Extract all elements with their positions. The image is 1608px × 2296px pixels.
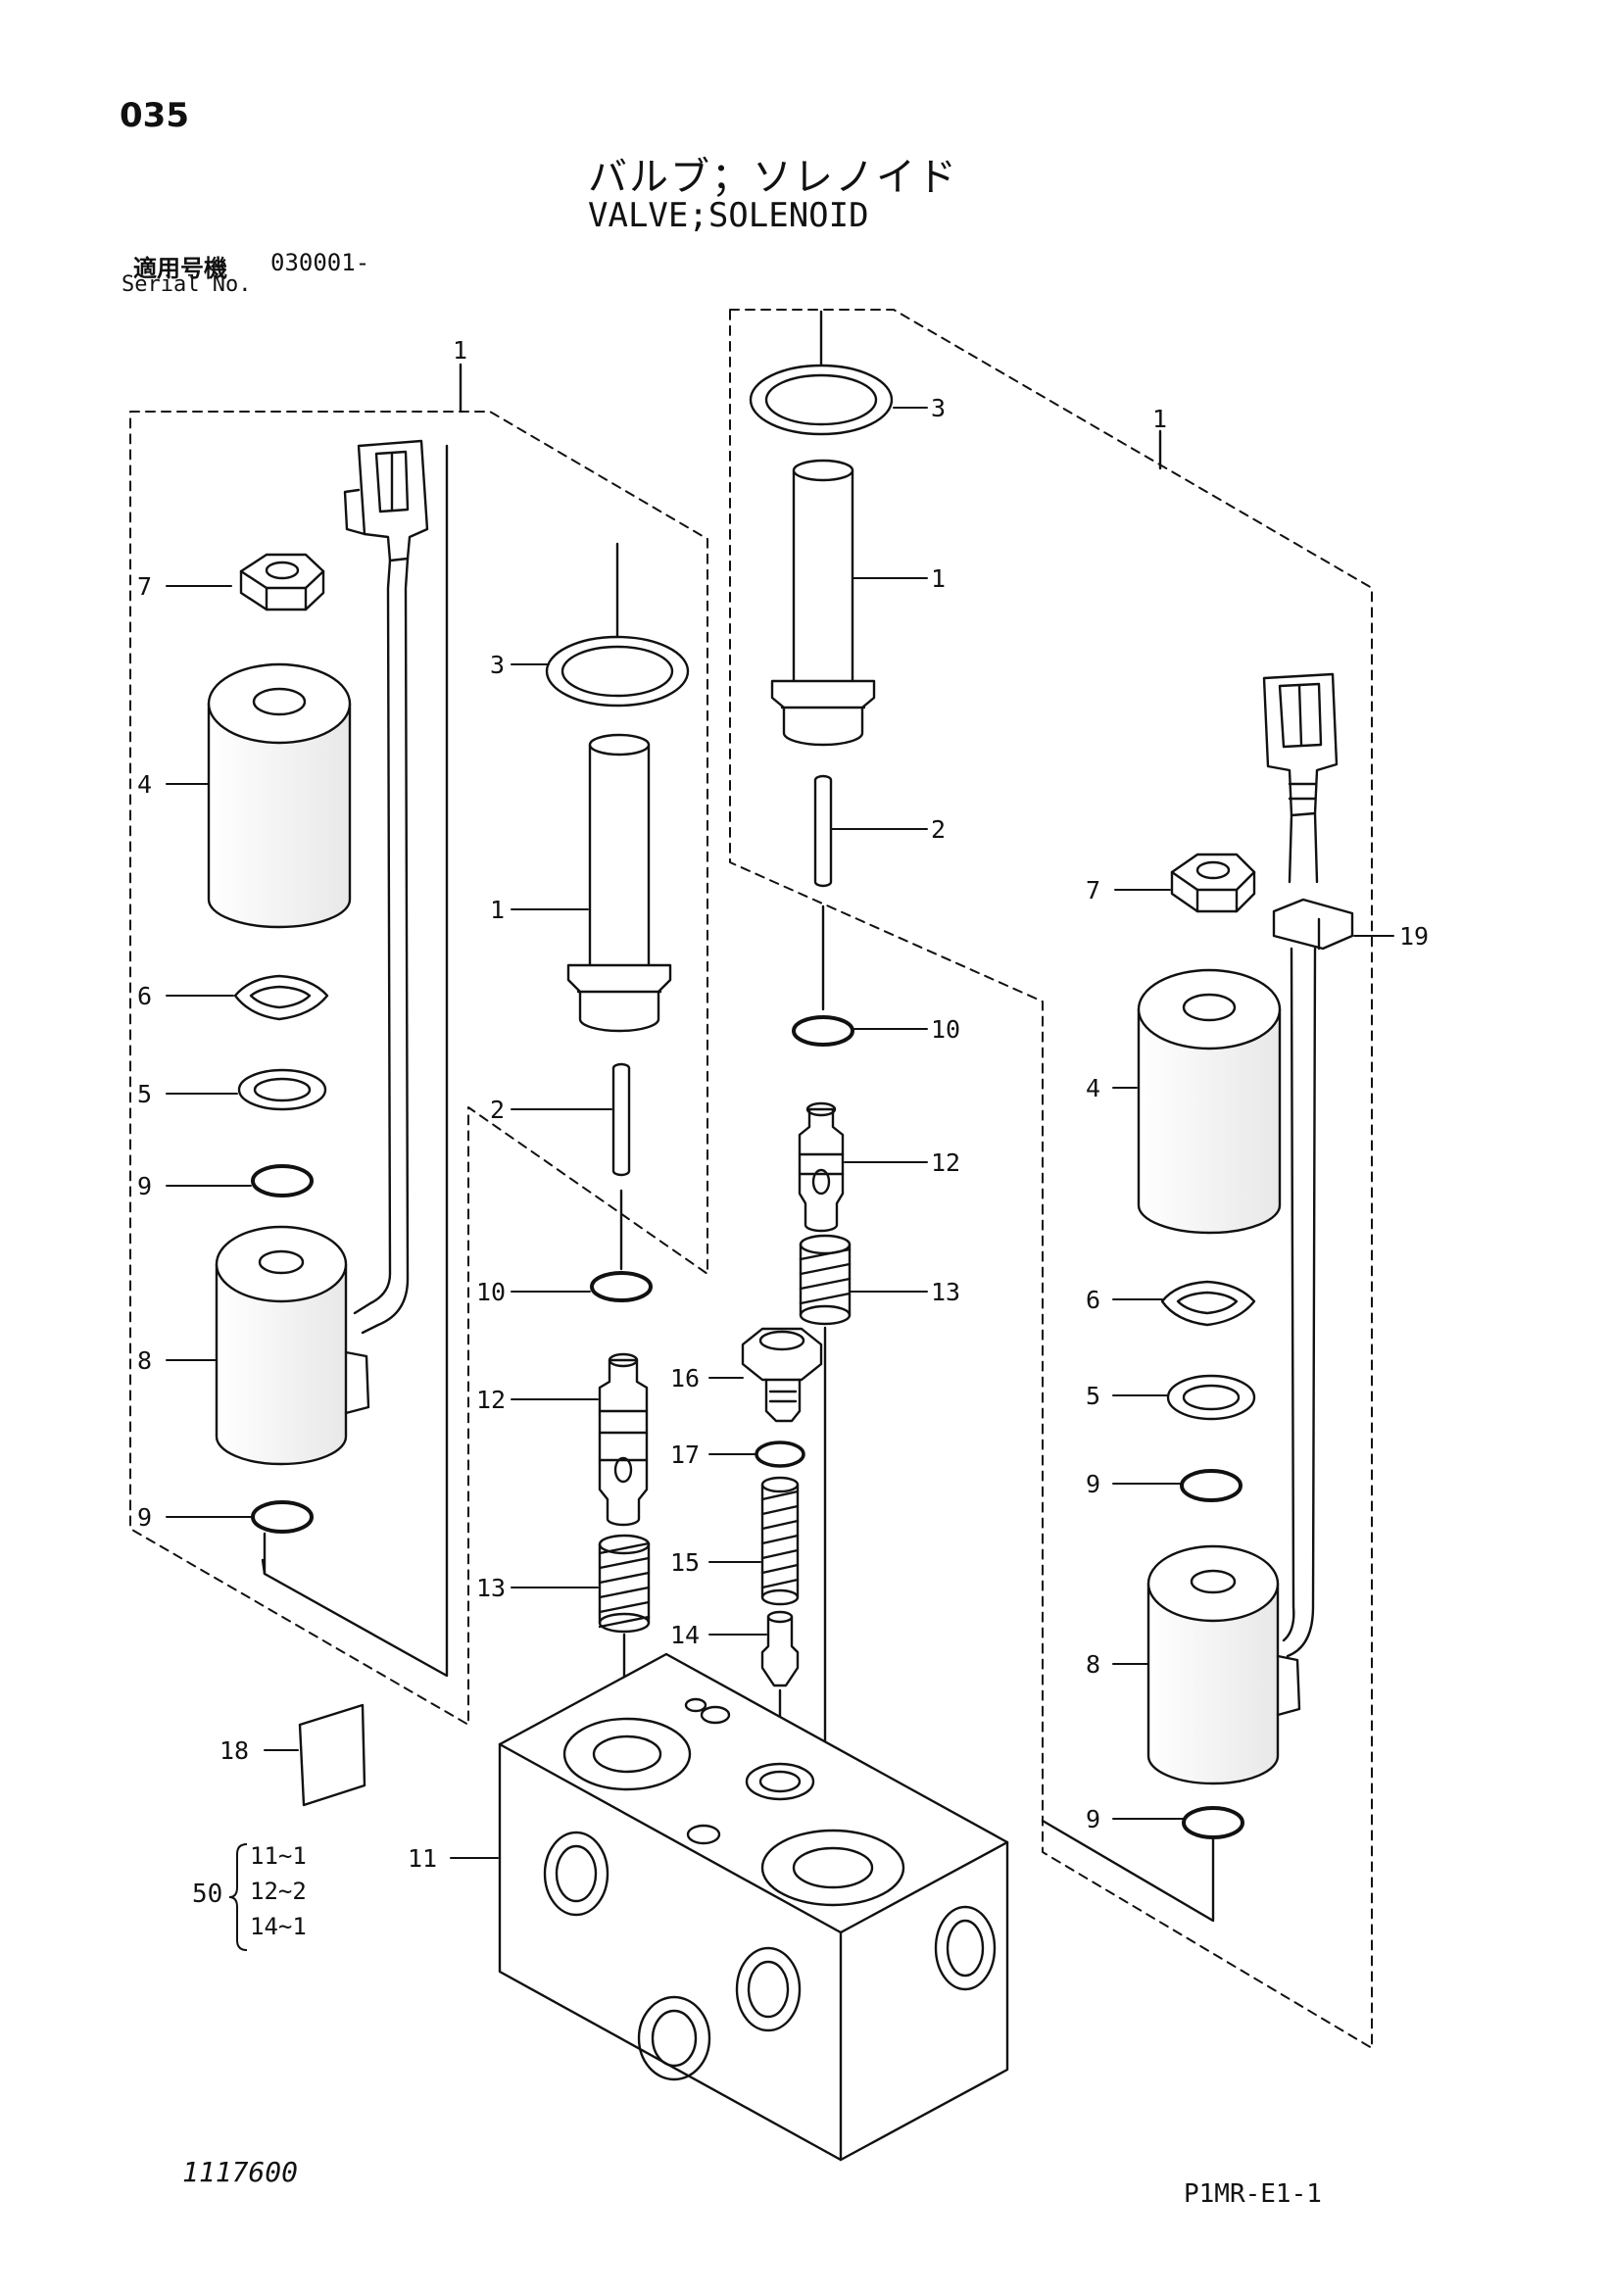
left-oring-upper-icon [251,1164,314,1197]
left-plate-icon [233,974,329,1021]
left-solenoid-icon [215,1225,370,1466]
plug-icon [741,1327,823,1423]
callout-right-spring: 13 [931,1278,960,1306]
callout-right-nut: 7 [1086,876,1100,904]
callout-spring-15: 15 [670,1548,700,1577]
left-harness-wire [353,559,392,1315]
callout-right-spool: 12 [931,1148,960,1177]
callout-right-oring-small: 10 [931,1015,960,1044]
right-harness-wire-lower [1282,947,1317,1658]
page-title-english: VALVE;SOLENOID [588,196,869,235]
callout-right-seal: 3 [931,394,946,422]
right-harness-wire [1288,811,1319,884]
left-harness-wire-2 [361,557,410,1335]
callout-body: 11 [408,1844,437,1873]
right-leader-bottom [1041,1819,1215,1923]
callout-left-pin: 2 [490,1096,505,1124]
serial-label-english: Serial No. [122,272,252,297]
callout-right-plate: 6 [1086,1286,1100,1314]
left-nut-icon [239,553,325,611]
plug-oring-icon [755,1441,805,1468]
right-assembly-boundary [729,309,1373,2049]
right-solenoid-icon [1146,1544,1301,1785]
right-oring-lower-icon [1182,1806,1244,1839]
kit-item-3: 14~1 [250,1913,307,1940]
right-washer-icon [1166,1374,1256,1421]
left-oring-small-icon [590,1271,653,1302]
serial-label-japanese: 適用号機 [133,255,227,282]
spring-15-icon [760,1476,800,1606]
left-seal-icon [545,635,690,708]
callout-piston: 14 [670,1621,700,1649]
left-pin-icon [611,1062,631,1177]
kit-brace-icon [228,1843,248,1951]
callout-right-oring-upper: 9 [1086,1470,1100,1498]
left-assembly-boundary [129,411,708,1726]
right-connector-icon [1262,672,1339,817]
callout-left-assembly: 1 [453,336,467,365]
piston-icon [760,1610,800,1687]
callout-right-pin: 2 [931,815,946,844]
right-oring-upper-icon [1180,1469,1243,1502]
callout-right-solenoid: 8 [1086,1650,1100,1679]
callout-left-coil: 4 [137,770,152,799]
right-spring-icon [799,1234,852,1326]
callout-label-plate: 18 [219,1736,249,1765]
right-spool-icon [798,1101,845,1233]
callout-left-spool: 12 [476,1386,506,1414]
left-coil-icon [207,662,352,929]
callout-right-assembly: 1 [1152,405,1167,433]
valve-body-icon [498,1652,1009,2162]
left-harness-bracket [261,444,449,1678]
kit-item-1: 11~1 [250,1842,307,1870]
callout-left-washer: 5 [137,1080,152,1108]
left-oring-lower-icon [251,1500,314,1534]
page-title-japanese: バルブ；ソレノイド [588,155,958,200]
page-number: 035 [120,96,189,135]
callout-right-washer: 5 [1086,1382,1100,1410]
callout-left-oring-upper: 9 [137,1172,152,1200]
label-plate-icon [298,1703,366,1807]
kit-item-2: 12~2 [250,1878,307,1905]
callout-left-oring-lower: 9 [137,1503,152,1532]
right-nut-icon [1170,853,1256,913]
callout-left-spring: 13 [476,1574,506,1602]
left-sleeve-icon [566,733,672,1033]
callout-left-plate: 6 [137,982,152,1010]
left-spool-icon [598,1352,649,1527]
right-sleeve-icon [770,459,876,747]
callout-left-solenoid: 8 [137,1346,152,1375]
clamp-icon [1272,898,1354,951]
left-connector-icon [343,439,429,562]
serial-number-value: 030001- [270,249,370,276]
callout-plug-oring: 17 [670,1441,700,1469]
right-seal-icon [749,364,894,436]
right-pin-icon [813,774,833,888]
left-spring-icon [598,1534,651,1634]
right-oring-small-icon [792,1015,854,1047]
callout-clamp: 19 [1399,922,1429,951]
callout-right-sleeve: 1 [931,564,946,593]
callout-plug: 16 [670,1364,700,1392]
callout-left-seal: 3 [490,651,505,679]
right-plate-icon [1160,1280,1256,1327]
callout-left-sleeve: 1 [490,896,505,924]
callout-right-oring-lower: 9 [1086,1805,1100,1833]
sheet-code: P1MR-E1-1 [1184,2179,1322,2209]
callout-left-nut: 7 [137,572,152,601]
left-washer-icon [237,1068,327,1111]
drawing-number: 1117600 [182,2156,299,2188]
callout-left-oring-small: 10 [476,1278,506,1306]
kit-quantity: 50 [192,1880,223,1909]
callout-leaders [166,407,1394,1859]
callout-right-coil: 4 [1086,1074,1100,1102]
right-coil-icon [1137,968,1282,1235]
